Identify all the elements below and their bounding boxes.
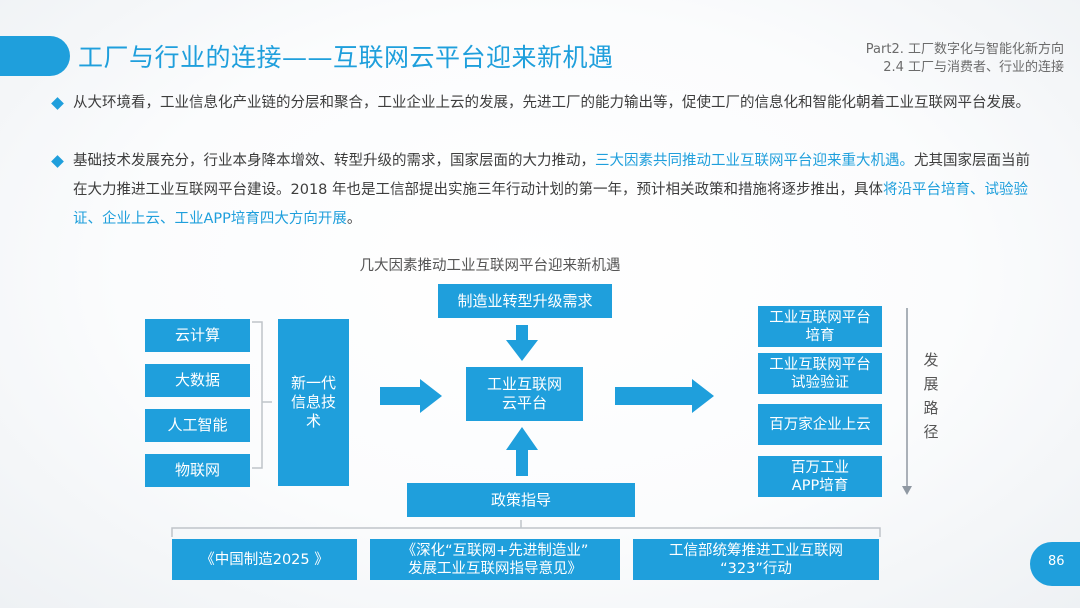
tech-item-cloud: 云计算 bbox=[145, 319, 250, 352]
policy-doc-made-in-china: 《中国制造2025 》 bbox=[172, 539, 357, 580]
arrow-down-icon bbox=[506, 325, 538, 361]
arrow-up-icon bbox=[506, 427, 538, 476]
part-heading: Part2. 工厂数字化与智能化新方向 bbox=[865, 42, 1064, 57]
tech-item-iot: 物联网 bbox=[145, 454, 250, 487]
highlight-text: 三大因素共同推动工业互联网平台迎来重大机遇。 bbox=[595, 153, 914, 169]
demand-box: 制造业转型升级需求 bbox=[438, 284, 612, 318]
path-item-platform-cultivation: 工业互联网平台培育 bbox=[758, 306, 882, 347]
policy-box: 政策指导 bbox=[407, 483, 635, 517]
path-item-platform-testing: 工业互联网平台试验验证 bbox=[758, 353, 882, 394]
tech-item-ai: 人工智能 bbox=[145, 409, 250, 442]
development-path-label: 发展路径 bbox=[923, 351, 939, 441]
arrow-right-icon bbox=[380, 379, 442, 413]
paragraph-1: 从大环境看，工业信息化产业链的分层和聚合，工业企业上云的发展，先进工厂的能力输出… bbox=[51, 89, 1033, 118]
path-item-enterprise-cloud: 百万家企业上云 bbox=[758, 404, 882, 445]
arrow-right-icon bbox=[615, 379, 714, 413]
title-accent-bar bbox=[0, 36, 70, 76]
page-number: 86 bbox=[1048, 554, 1065, 569]
section-heading: 2.4 工厂与消费者、行业的连接 bbox=[883, 60, 1064, 75]
highlight-text: 将沿平台培育、试验验证、企业上云、工业APP培育四大方向开展 bbox=[73, 182, 1029, 227]
page-number-tab bbox=[1030, 542, 1080, 586]
policy-doc-guideline: 《深化“互联网+先进制造业”发展工业互联网指导意见》 bbox=[370, 539, 620, 580]
new-gen-it-box: 新一代信息技术 bbox=[278, 319, 349, 486]
policy-doc-323-action: 工信部统筹推进工业互联网“323”行动 bbox=[633, 539, 879, 580]
platform-box: 工业互联网 云平台 bbox=[466, 367, 583, 421]
tech-item-bigdata: 大数据 bbox=[145, 364, 250, 397]
slide-title: 工厂与行业的连接——互联网云平台迎来新机遇 bbox=[78, 43, 614, 72]
paragraph-2: 基础技术发展充分，行业本身降本增效、转型升级的需求，国家层面的大力推动，三大因素… bbox=[51, 147, 1033, 234]
diagram-title: 几大因素推动工业互联网平台迎来新机遇 bbox=[359, 258, 621, 274]
